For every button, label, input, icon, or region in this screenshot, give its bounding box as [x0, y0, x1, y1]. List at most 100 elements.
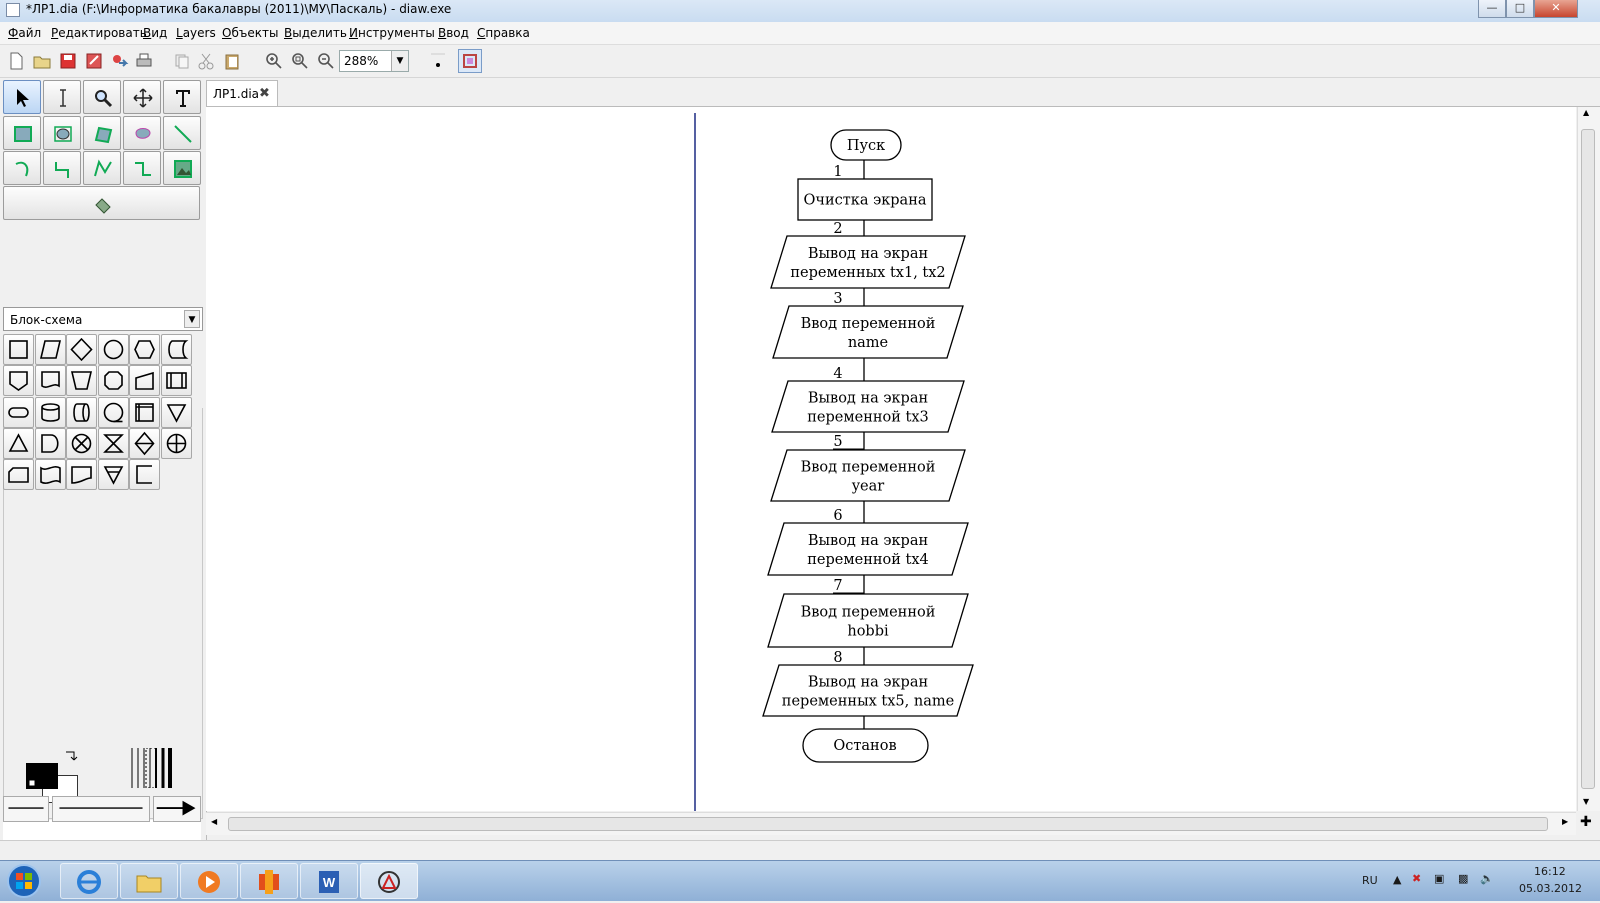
clock-date[interactable]: 05.03.2012 — [1519, 882, 1582, 895]
pointer-tool[interactable] — [3, 80, 41, 114]
swap-colors-icon[interactable] — [64, 749, 78, 763]
taskbar-word[interactable]: W — [300, 863, 358, 899]
step-8-io[interactable] — [762, 664, 974, 717]
menu-input[interactable]: Ввод — [438, 26, 469, 40]
shape-offpage[interactable] — [3, 365, 34, 397]
shape-or[interactable] — [160, 427, 192, 459]
scroll-tool[interactable] — [123, 80, 161, 114]
shape-display[interactable] — [66, 459, 97, 491]
vertical-scrollbar[interactable]: ▲ ▼ — [1577, 107, 1600, 811]
step-4-io[interactable] — [771, 380, 965, 433]
taskbar-internet-explorer[interactable] — [60, 863, 118, 899]
menu-help[interactable]: Справка — [477, 26, 530, 40]
end-terminator[interactable] — [802, 728, 929, 763]
step-2-io[interactable] — [770, 235, 966, 289]
box-tool[interactable] — [3, 116, 41, 150]
close-tab-icon[interactable]: ✖ — [259, 86, 270, 101]
shape-merge-alt[interactable] — [97, 459, 129, 491]
ellipse-tool[interactable] — [43, 116, 81, 150]
new-icon[interactable] — [6, 51, 26, 71]
horizontal-scroll-thumb[interactable] — [228, 817, 1548, 831]
clock-time[interactable]: 16:12 — [1534, 865, 1566, 878]
shape-manual-operation[interactable] — [66, 365, 97, 397]
scroll-up-icon[interactable]: ▲ — [1583, 108, 1590, 117]
open-icon[interactable] — [32, 51, 52, 71]
menu-edit[interactable]: Редактировать — [51, 26, 147, 40]
shape-process[interactable] — [3, 334, 34, 365]
zoom-select[interactable]: 288% ▼ — [339, 50, 409, 72]
taskbar-media-player[interactable] — [180, 863, 238, 899]
scroll-left-icon[interactable]: ◀ — [211, 817, 218, 826]
step-5-io[interactable] — [770, 449, 966, 502]
beziergon-tool[interactable] — [123, 116, 161, 150]
shape-preparation[interactable] — [129, 334, 160, 365]
shape-terminal-octagon[interactable] — [97, 365, 129, 397]
language-indicator[interactable]: RU — [1362, 874, 1378, 887]
volume-icon[interactable]: 🔈 — [1480, 872, 1494, 885]
zoom-fit-icon[interactable] — [290, 51, 310, 71]
tab-lr1[interactable]: ЛР1.dia ✖ — [206, 80, 278, 106]
step-3-io[interactable] — [772, 305, 964, 359]
menu-objects[interactable]: Объекты — [222, 26, 279, 40]
polyline-tool[interactable] — [83, 151, 121, 185]
chevron-down-icon[interactable]: ▼ — [184, 310, 200, 328]
snap-object-icon[interactable] — [458, 49, 482, 73]
network-icon[interactable]: ▩ — [1458, 872, 1469, 885]
shape-merge[interactable] — [160, 396, 192, 428]
polygon-tool[interactable] — [83, 116, 121, 150]
end-arrow-select[interactable] — [153, 796, 201, 822]
arc-tool[interactable] — [3, 151, 41, 185]
image-tool[interactable] — [163, 151, 201, 185]
text-tool[interactable] — [163, 80, 201, 114]
line-width-icon[interactable] — [130, 747, 174, 789]
shape-stored-data[interactable] — [160, 334, 192, 365]
line-style-select[interactable] — [52, 796, 150, 822]
zoom-in-icon[interactable] — [264, 51, 284, 71]
show-hidden-icons-icon[interactable]: ▲ — [1393, 873, 1402, 886]
shape-decision[interactable] — [66, 334, 97, 365]
step-1-process[interactable] — [797, 178, 933, 221]
close-button[interactable]: ✕ — [1534, 0, 1578, 18]
shape-sequential-storage[interactable] — [97, 396, 129, 428]
zigzag-tool[interactable] — [43, 151, 81, 185]
shape-delay[interactable] — [34, 427, 66, 459]
menu-tools[interactable]: Инструменты — [349, 26, 435, 40]
device-icon[interactable]: ▣ — [1434, 872, 1445, 885]
shape-sort[interactable] — [129, 427, 160, 459]
print-icon[interactable] — [134, 51, 154, 71]
taskbar-explorer[interactable] — [120, 863, 178, 899]
shape-connector[interactable] — [97, 334, 129, 365]
sheet-select[interactable]: Блок-схема ▼ — [3, 307, 203, 331]
shape-collate[interactable] — [97, 427, 129, 459]
start-arrow-select[interactable] — [3, 796, 49, 822]
chevron-down-icon[interactable]: ▼ — [391, 51, 408, 71]
cut-icon[interactable] — [196, 51, 216, 71]
horizontal-scrollbar[interactable]: ◀ ▶ — [206, 812, 1576, 835]
taskbar-dia[interactable] — [360, 863, 418, 899]
scroll-down-icon[interactable]: ▼ — [1583, 797, 1590, 806]
default-colors-icon[interactable] — [26, 776, 36, 787]
vertical-scroll-thumb[interactable] — [1581, 129, 1595, 789]
start-terminator[interactable] — [830, 129, 902, 161]
menu-file[interactable]: Файл — [8, 26, 42, 40]
navigate-icon[interactable]: ✚ — [1580, 814, 1592, 830]
action-center-icon[interactable]: ✖ — [1412, 872, 1422, 885]
step-6-io[interactable] — [767, 522, 969, 576]
zoom-out-icon[interactable] — [316, 51, 336, 71]
magnify-tool[interactable] — [83, 80, 121, 114]
snap-grid-icon[interactable] — [428, 51, 448, 71]
shape-direct-access[interactable] — [66, 396, 97, 428]
shape-extract[interactable] — [3, 427, 34, 459]
paste-icon[interactable] — [222, 51, 242, 71]
shape-manual-input[interactable] — [129, 365, 160, 397]
shape-terminator[interactable] — [3, 396, 34, 428]
step-7-io[interactable] — [767, 593, 969, 648]
copy-icon[interactable] — [172, 51, 192, 71]
export-icon[interactable] — [110, 51, 130, 71]
minimize-button[interactable]: — — [1478, 0, 1506, 18]
shape-internal-storage[interactable] — [129, 396, 160, 428]
bezier-tool[interactable] — [123, 151, 161, 185]
save-icon[interactable] — [58, 51, 78, 71]
menu-view[interactable]: Вид — [143, 26, 168, 40]
